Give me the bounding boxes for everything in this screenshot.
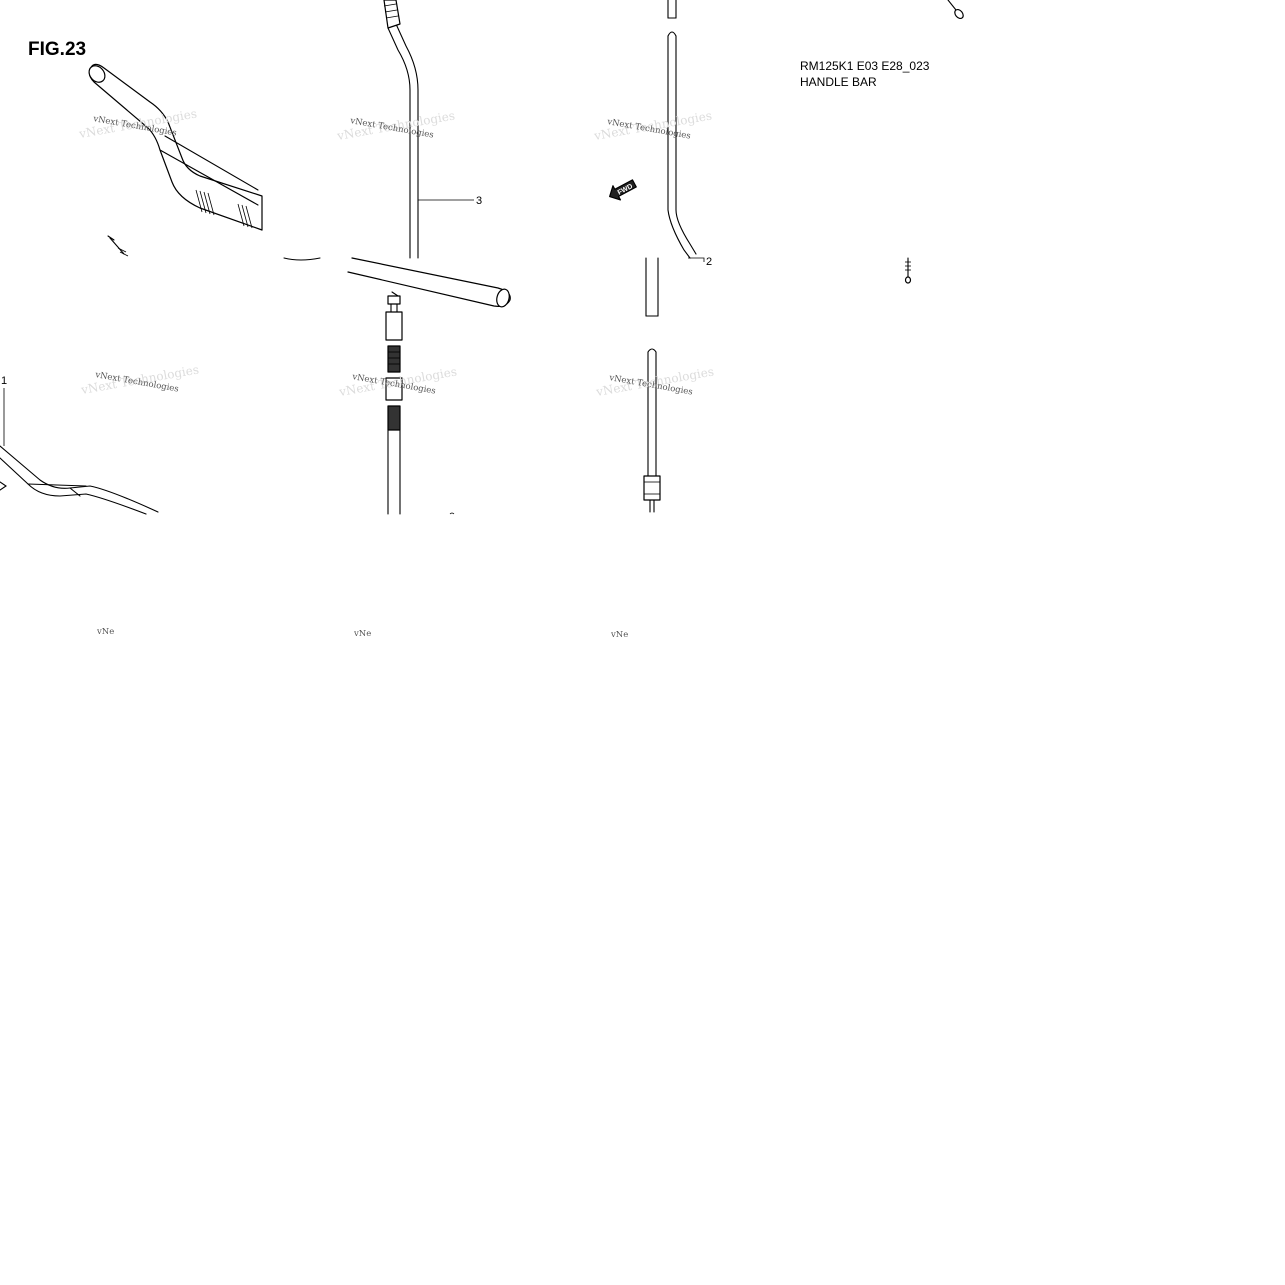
watermark-partial: vNe [353,629,371,639]
model-code: RM125K1 E03 E28_023 [800,59,930,73]
cable-adjuster-assembly[interactable] [385,291,403,515]
callout-2: 2 [706,256,712,268]
handle-bar-upper[interactable] [86,63,263,231]
clamp-edge [283,257,321,261]
fwd-arrow-icon: FWD [609,179,637,201]
screw-icon[interactable] [904,257,912,284]
handle-bar-lower[interactable] [0,445,159,515]
callout-2-leader [688,257,705,262]
watermark-partial: vNe [96,627,114,637]
grip-band [195,189,253,229]
clutch-cable[interactable] [667,0,697,259]
throttle-cable[interactable] [383,0,419,259]
assembly-name: HANDLE BAR [800,75,877,89]
callout-1: 1 [1,375,7,387]
svg-text:FWD: FWD [617,183,634,197]
watermark-partial: vNe [610,630,628,640]
callout-partial [449,512,455,515]
bolt-icon[interactable] [107,235,129,257]
handle-bar-end[interactable] [347,257,511,308]
figure-title: FIG.23 [28,39,86,60]
callout-3: 3 [476,195,482,207]
cable-end-fitting[interactable] [947,0,965,20]
lower-cable[interactable] [643,257,661,513]
